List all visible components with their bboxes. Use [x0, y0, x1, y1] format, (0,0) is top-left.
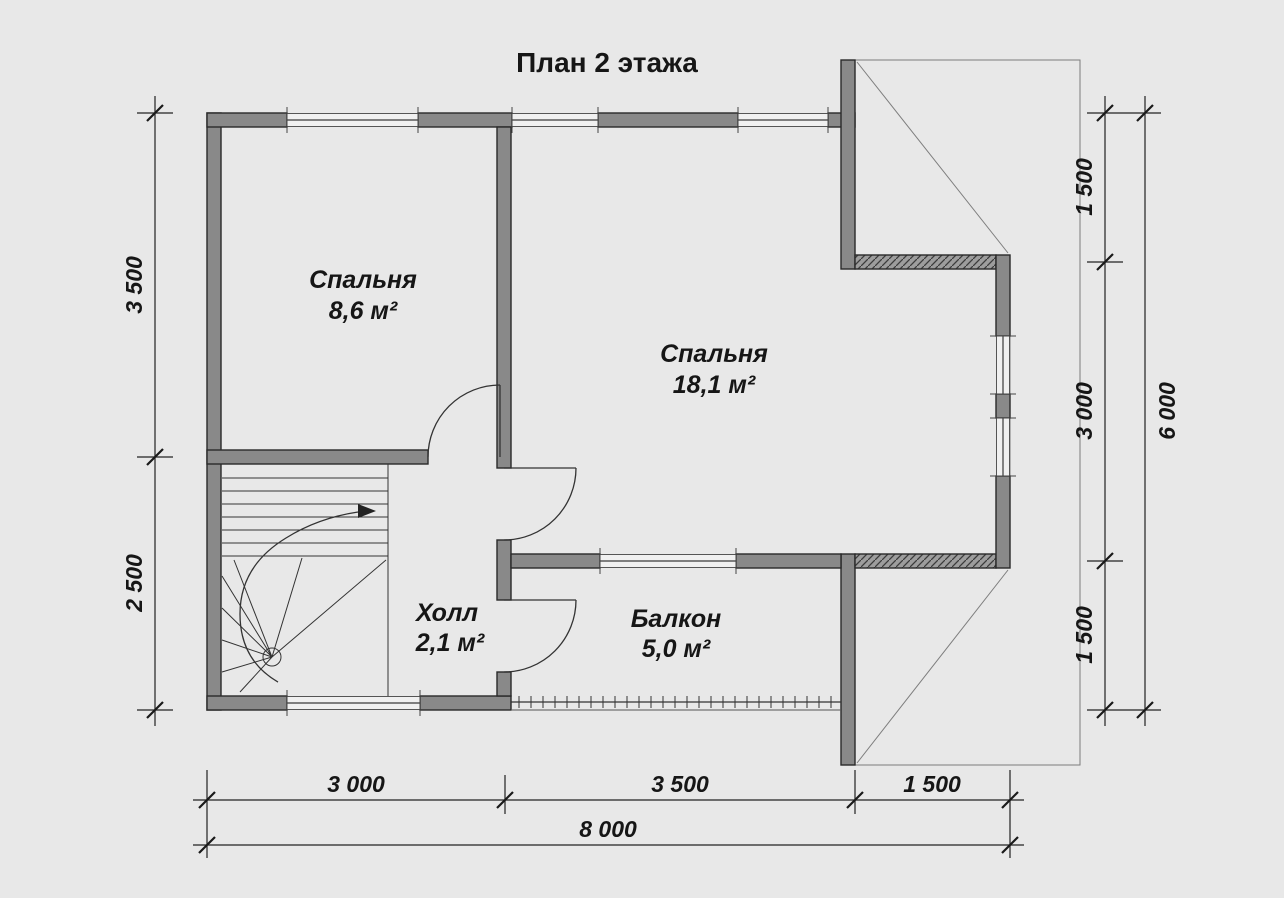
dim-label-left-top: 3 500 [121, 256, 147, 314]
wall-bay-right-segment [995, 475, 1011, 569]
room-label-hall-area: 2,1 м² [415, 629, 485, 657]
dim-label-bottom-left: 3 000 [327, 771, 385, 797]
dim-label-bottom-total: 8 000 [579, 816, 637, 842]
dimensions-right: 1 500 3 000 1 500 6 000 [1071, 96, 1180, 726]
wall-right-upper [840, 59, 856, 270]
stair-walk-line [239, 511, 359, 683]
dimensions-left: 3 500 2 500 [121, 96, 173, 726]
wall-interior-vertical [496, 539, 512, 601]
door-bedroom-small [427, 384, 501, 458]
room-labels: План 2 этажа Спальня 8,6 м² Спальня 18,1… [309, 47, 768, 663]
wall-interior-vertical [496, 671, 512, 697]
dimensions-bottom: 3 000 3 500 1 500 8 000 [193, 770, 1024, 858]
room-label-bedroom-small-area: 8,6 м² [329, 297, 398, 325]
wall-left [206, 112, 222, 711]
wall-bay-right-segment [995, 393, 1011, 419]
roof-valley-line-bottom [856, 569, 1009, 764]
room-label-hall-name: Холл [414, 599, 479, 627]
dim-label-right-bottom: 1 500 [1071, 606, 1097, 664]
windows [286, 107, 1016, 716]
room-label-bedroom-large-area: 18,1 м² [673, 371, 756, 399]
dim-label-right-total: 6 000 [1154, 382, 1180, 440]
wall-bottom-segment [419, 695, 512, 711]
wall-top-segment [417, 112, 513, 128]
room-label-bedroom-large-name: Спальня [660, 340, 768, 368]
room-label-balcony-name: Балкон [631, 605, 722, 633]
wall-top-segment [206, 112, 288, 128]
doors [427, 384, 577, 673]
dim-label-bottom-middle: 3 500 [651, 771, 709, 797]
wall-interior-horizontal [206, 449, 429, 465]
plan-title: План 2 этажа [516, 47, 698, 78]
dim-label-bottom-right: 1 500 [903, 771, 961, 797]
stairs [221, 464, 389, 696]
door-bedroom-large [503, 467, 577, 541]
dim-label-left-bottom: 2 500 [121, 554, 147, 613]
wall-balcony-top-segment [510, 553, 601, 569]
stair-direction-arrow [358, 504, 376, 518]
balcony-railing [511, 696, 841, 711]
wall-bottom-segment [206, 695, 288, 711]
room-label-bedroom-small-name: Спальня [309, 266, 417, 294]
room-label-balcony-area: 5,0 м² [642, 635, 711, 663]
stair-newel-post [262, 647, 282, 667]
wall-bay-right-segment [995, 254, 1011, 337]
hatched-wall-bay-top [854, 254, 997, 270]
dim-label-right-top: 1 500 [1071, 158, 1097, 216]
wall-right-lower [840, 553, 856, 766]
wall-balcony-top-segment [735, 553, 842, 569]
wall-interior-vertical [496, 126, 512, 469]
roof-valley-line-top [856, 61, 1009, 254]
door-balcony [503, 599, 577, 673]
wall-top-segment [597, 112, 739, 128]
hatched-wall-bay-bottom [854, 553, 997, 569]
dim-label-right-middle: 3 000 [1071, 382, 1097, 440]
